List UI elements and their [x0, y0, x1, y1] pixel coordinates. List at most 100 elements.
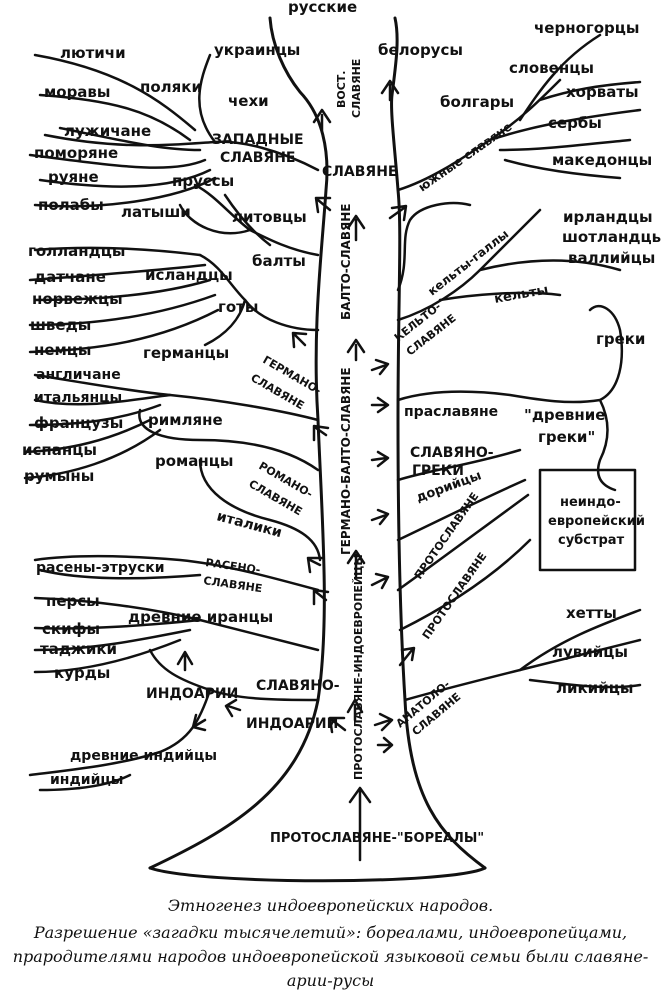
arrow-left-germano: [291, 331, 308, 349]
label-ruyane: руяне: [48, 168, 99, 186]
arrow-right-proto1: [370, 572, 390, 590]
label-slavyane-main: СЛАВЯНЕ: [322, 164, 397, 180]
label-irlandtsy: ирландцы: [563, 208, 653, 226]
label-slavyano-greki: ГРЕКИ: [412, 463, 464, 479]
tree-trunk: [148, 16, 487, 883]
label-frantsuzy: французы: [34, 414, 123, 432]
label-raseno: РАСЕНО-: [205, 556, 262, 577]
label-neindo-1: неиндо-: [560, 495, 621, 510]
label-shotlandtsy: шотландцы: [562, 228, 661, 246]
label-prussy: пруссы: [172, 172, 234, 190]
label-vost: ВОСТ.: [335, 71, 348, 109]
label-slavyano-indoarii: ИНДОАРИИ: [246, 716, 338, 732]
label-datchane: датчане: [34, 268, 106, 286]
label-polyaki: поляки: [140, 78, 202, 96]
arrow-left-proto-indo: [328, 716, 347, 734]
label-luviytsy: лувийцы: [552, 643, 628, 661]
label-slovency: словенцы: [509, 59, 594, 77]
arrow-up-zapad: [312, 108, 332, 132]
label-drevnie-greki-2: греки": [538, 428, 595, 446]
label-bolgary: болгары: [440, 93, 514, 111]
label-pomoryane: поморяне: [34, 144, 118, 162]
arrow-left-indoarii: [224, 698, 242, 718]
label-neindo-3: субстрат: [558, 533, 625, 548]
tree-branches: [23, 53, 322, 792]
label-khorvaty: хорваты: [566, 83, 639, 101]
arrow-up-balto: [346, 214, 366, 242]
label-ispantsy: испанцы: [22, 441, 97, 459]
label-skify: скифы: [42, 620, 100, 638]
caption-line-1: Этногенез индоевропейских народов.: [167, 896, 494, 915]
arrow-left-italiki: [306, 556, 324, 574]
label-romantsy: романцы: [155, 452, 233, 470]
label-kelty-gally: кельты-галлы: [425, 227, 511, 299]
label-valliytsy: валлийцы: [568, 249, 655, 267]
label-slavyano: СЛАВЯНО-: [410, 445, 494, 461]
arrow-left-balty: [314, 196, 332, 214]
arrow-right-anatolo: [373, 712, 394, 732]
arrow-up-proto-indo: [346, 698, 364, 722]
label-nemtsy: немцы: [34, 341, 91, 359]
arrow-right-dor: [370, 508, 390, 526]
label-balty: балты: [252, 252, 306, 270]
label-goty: готы: [218, 298, 258, 316]
label-protoslavyane-borealy: ПРОТОСЛАВЯНЕ-"БОРЕАЛЫ": [270, 831, 484, 846]
label-rumyny: румыны: [24, 467, 94, 485]
arrow-up-raseno: [346, 549, 366, 578]
label-kelty: кельты: [493, 283, 549, 307]
label-islandtsy: исландцы: [145, 266, 233, 284]
label-zapadnye-slavyane: СЛАВЯНЕ: [220, 150, 295, 166]
arrow-down-indo: [191, 713, 207, 732]
label-drevnie-indiytsy: древние индийцы: [70, 748, 217, 764]
label-ukraintsy: украинцы: [214, 41, 300, 59]
label-polaby: полабы: [38, 196, 104, 214]
label-norvezhtsy: норвежцы: [32, 290, 123, 308]
label-praslavyane: праславяне: [404, 404, 498, 420]
arrows: [176, 79, 416, 862]
tree-branches-right: [396, 33, 642, 702]
label-anglichane: англичане: [36, 367, 121, 383]
arrow-left-raseno: [312, 588, 330, 606]
label-raseny-etruski: расены-этруски: [36, 560, 165, 576]
label-indiytsy: индийцы: [50, 772, 123, 788]
label-neindo-2: европейский: [548, 514, 645, 529]
arrow-right-slavgreki: [370, 450, 390, 468]
label-likiytsy: ликийцы: [556, 679, 633, 697]
label-balto-slavyane: БАЛТО-СЛАВЯНЕ: [339, 204, 353, 320]
label-drevnie-irantsy: древние иранцы: [128, 608, 273, 626]
label-tadzhiki: таджики: [40, 640, 117, 658]
label-indoarii: ИНДОАРИИ: [146, 686, 238, 702]
label-rimlyane: римляне: [148, 411, 223, 429]
label-russkie: русские: [288, 0, 357, 16]
label-italyantsy: итальянцы: [34, 390, 122, 406]
label-luzhichane: лужичане: [64, 122, 151, 140]
label-litovtsy: литовцы: [232, 208, 307, 226]
label-slavyano-indo: СЛАВЯНО-: [256, 678, 340, 694]
label-moravy: моравы: [44, 83, 110, 101]
caption-line-2: Разрешение «загадки тысячелетий»: бореал…: [33, 923, 628, 942]
label-protoslavyane-indo: ПРОТОСЛАВЯНЕ-ИНДОЕВРОПЕЙЦЫ: [352, 554, 365, 780]
arrow-up-iran: [176, 650, 194, 672]
label-drevnie-greki-1: "древние: [524, 406, 605, 424]
label-belorusy: белорусы: [378, 41, 463, 59]
label-zapadnye: ЗАПАДНЫЕ: [212, 132, 304, 148]
label-persy: персы: [46, 592, 100, 610]
arrow-left-romano: [312, 424, 330, 442]
label-lyutichi: лютичи: [60, 44, 126, 62]
arrow-right-yuzh: [388, 204, 408, 222]
label-chekhi: чехи: [228, 92, 269, 110]
label-shvedy: шведы: [30, 316, 91, 334]
arrow-up-germano: [346, 338, 366, 362]
label-latyshi: латыши: [121, 203, 191, 221]
caption-line-3: прародителями народов индоевропейской яз…: [12, 947, 649, 966]
label-raseno-slavyane: СЛАВЯНЕ: [203, 574, 264, 595]
arrow-right-proto-indo: [376, 736, 394, 754]
label-chernogortsy: черногорцы: [534, 19, 639, 37]
label-vost-slavyane: СЛАВЯНЕ: [350, 59, 363, 118]
arrow-right-pra: [370, 396, 390, 414]
label-germano-balto-slavyane: ГЕРМАНО-БАЛТО-СЛАВЯНЕ: [339, 367, 353, 555]
arrow-right-kelto: [370, 358, 390, 376]
label-makedontsy: македонцы: [552, 151, 652, 169]
label-germantsy: германцы: [143, 344, 229, 362]
label-greki: греки: [596, 330, 645, 348]
